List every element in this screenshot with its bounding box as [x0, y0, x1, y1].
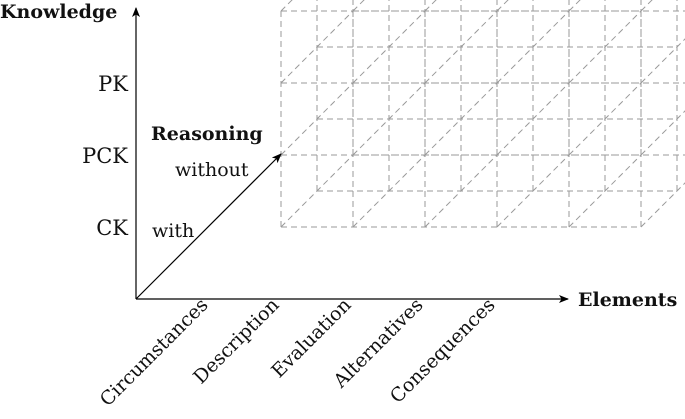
x-axis-title: Elements [578, 289, 677, 311]
grid-line-depth [568, 10, 642, 84]
grid-line-depth [280, 82, 354, 156]
grid-line-depth [424, 154, 498, 228]
grid-line-depth [640, 182, 685, 228]
reasoning-axis [135, 153, 282, 300]
knowledge-level-pck: PCK [82, 144, 128, 168]
grid-line-depth [640, 110, 685, 156]
grid-line-depth [352, 10, 426, 84]
grid-line-depth [640, 38, 685, 84]
cube-grid [280, 0, 685, 228]
grid-line-depth [424, 82, 498, 156]
grid-line-depth [496, 10, 570, 84]
reasoning-level-with: with [152, 220, 194, 242]
grid-line-depth [496, 154, 570, 228]
knowledge-level-pk: PK [98, 72, 128, 96]
grid-line-depth [352, 154, 426, 228]
grid-line-depth [280, 154, 354, 228]
grid-line-depth [352, 82, 426, 156]
grid-line-depth [568, 154, 642, 228]
knowledge-level-ck: CK [96, 216, 128, 240]
grid-line-depth [280, 10, 354, 84]
reasoning-axis-title: Reasoning [151, 123, 263, 145]
grid-line-depth [640, 0, 653, 12]
grid-line-depth [568, 82, 642, 156]
reasoning-level-without: without [175, 159, 249, 181]
grid-line-depth [496, 82, 570, 156]
y-axis-title: Knowledge [0, 1, 117, 23]
element-circumstances: Circumstances [96, 294, 213, 411]
grid-line-depth [424, 10, 498, 84]
